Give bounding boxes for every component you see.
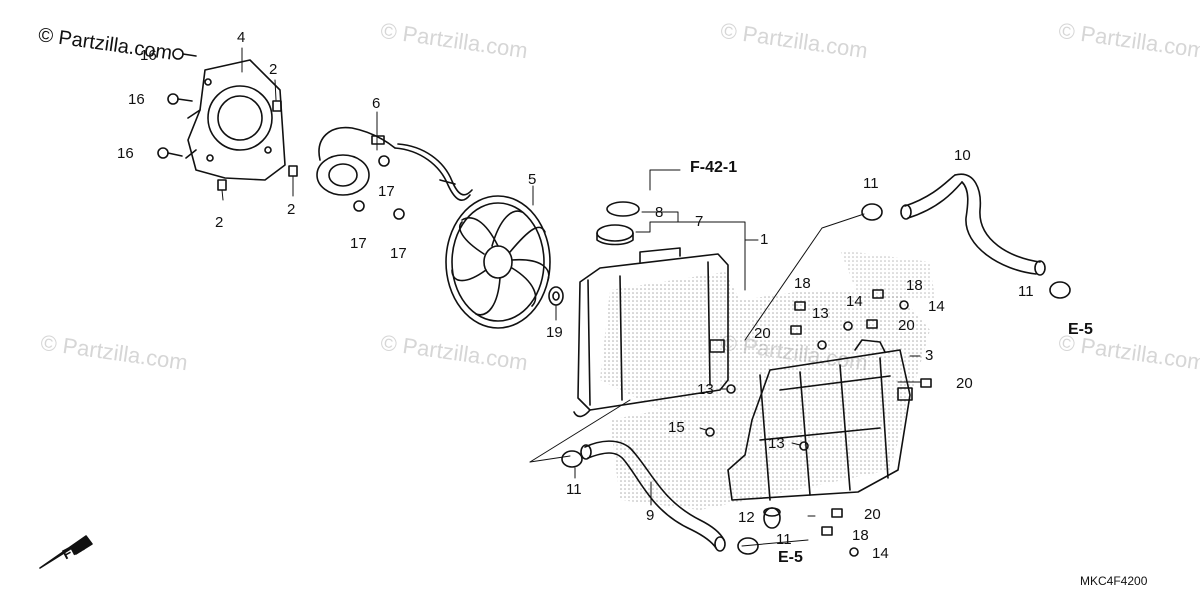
- callout-1: 1: [760, 231, 769, 248]
- callout-15: 15: [668, 419, 685, 436]
- bolt-14: [849, 547, 859, 557]
- fan-shroud-bracket: [185, 59, 286, 181]
- callout-7: 7: [695, 213, 704, 230]
- clip-20: [866, 319, 878, 329]
- bolt-16: [167, 93, 193, 105]
- radiator-shroud: [727, 339, 913, 501]
- callout-18: 18: [906, 277, 923, 294]
- radiator: [573, 247, 729, 418]
- callout-17: 17: [350, 235, 367, 252]
- callout-2: 2: [287, 201, 296, 218]
- callout-16: 16: [140, 47, 157, 64]
- leader-lines: [221, 47, 921, 547]
- bolt-17: [378, 155, 390, 167]
- callout-16: 16: [128, 91, 145, 108]
- callout-11: 11: [1018, 283, 1034, 300]
- hose-clamp-11: [861, 203, 883, 221]
- callout-13: 13: [812, 305, 829, 322]
- bolt-14: [843, 321, 853, 331]
- callout-20: 20: [754, 325, 771, 342]
- callout-9: 9: [646, 507, 655, 524]
- callout-11: 11: [776, 531, 792, 548]
- bolt-14: [899, 300, 909, 310]
- callout-13: 13: [768, 435, 785, 452]
- clip-18: [872, 289, 884, 299]
- clip-18: [794, 301, 806, 311]
- hose-clamp-11: [737, 537, 759, 555]
- callout-13: 13: [697, 381, 714, 398]
- callout-2: 2: [215, 214, 224, 231]
- lower-radiator-hose: [580, 440, 726, 552]
- collar-2: [217, 179, 227, 191]
- callout-14: 14: [846, 293, 863, 310]
- callout-17: 17: [390, 245, 407, 262]
- bolt-16: [172, 48, 197, 60]
- collar-2: [288, 165, 298, 177]
- callout-18: 18: [852, 527, 869, 544]
- callout-10: 10: [954, 147, 971, 164]
- bolt-17: [393, 208, 405, 220]
- callout-2: 2: [269, 61, 278, 78]
- ref-e-5-bottom: E-5: [778, 549, 803, 566]
- callout-19: 19: [546, 324, 563, 341]
- callout-12: 12: [738, 509, 755, 526]
- fan-motor: [316, 126, 473, 201]
- callout-20: 20: [956, 375, 973, 392]
- clip-20: [790, 325, 802, 335]
- callout-14: 14: [872, 545, 889, 562]
- clip-20: [831, 508, 843, 518]
- ref-f-42-1: F-42-1: [690, 159, 738, 176]
- radiator-cap: [596, 224, 634, 246]
- callout-4: 4: [237, 29, 246, 46]
- bolt-13: [817, 340, 827, 350]
- callout-11: 11: [863, 175, 879, 192]
- callout-20: 20: [898, 317, 915, 334]
- collar-2: [272, 100, 282, 112]
- front-arrow-icon: [39, 535, 93, 569]
- callout-5: 5: [528, 171, 537, 188]
- ref-e-5-right: E-5: [1068, 321, 1093, 338]
- callout-14: 14: [928, 298, 945, 315]
- clip-18: [821, 526, 833, 536]
- callout-11: 11: [566, 481, 582, 498]
- callout-3: 3: [925, 347, 934, 364]
- bolt-17: [353, 200, 365, 212]
- callout-18: 18: [794, 275, 811, 292]
- bolt-16: [157, 147, 183, 159]
- o-ring: [606, 201, 640, 217]
- bolt-15: [705, 427, 715, 437]
- hose-clamp-11: [1049, 281, 1071, 299]
- diagram-code: MKC4F4200: [1080, 574, 1148, 588]
- cooling-fan: [445, 195, 551, 329]
- nut-19: [548, 286, 564, 306]
- callout-17: 17: [378, 183, 395, 200]
- upper-radiator-hose: [900, 173, 1046, 276]
- grommet-12: [763, 507, 781, 529]
- callout-6: 6: [372, 95, 381, 112]
- callout-8: 8: [655, 204, 664, 221]
- hose-clamp-11: [561, 450, 583, 468]
- bolt-13: [799, 441, 809, 451]
- clip-20: [920, 378, 932, 388]
- callout-16: 16: [117, 145, 134, 162]
- callout-20: 20: [864, 506, 881, 523]
